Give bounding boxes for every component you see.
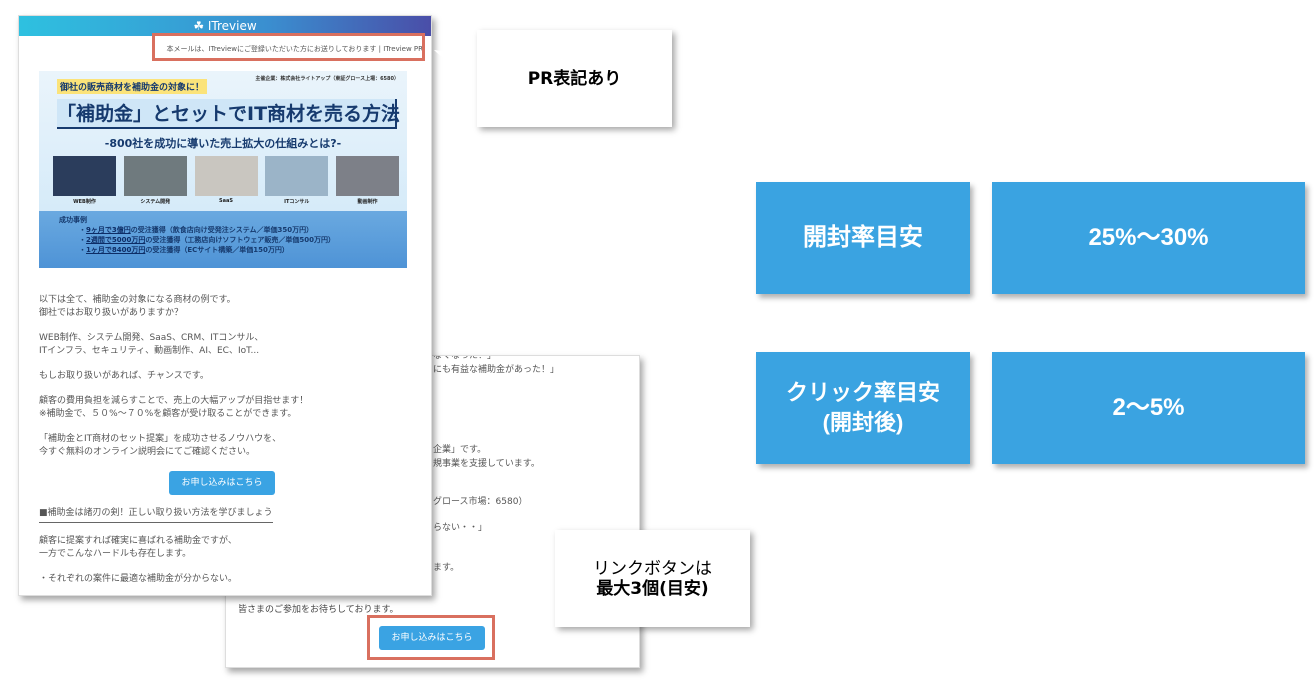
paragraph: 顧客に提案すれば確実に喜ばれる補助金ですが、 一方でこんなハードルも存在します。 xyxy=(39,536,237,559)
pr-callout-pointer xyxy=(434,50,477,90)
thumb-video: 動画制作 xyxy=(336,156,399,205)
paragraph: 以下は全て、補助金の対象になる商材の例です。 御社ではお取り扱いがありますか？ xyxy=(39,295,236,318)
thumb-label: 動画制作 xyxy=(357,199,378,205)
paragraph: 顧客の費用負担を減らすことで、売上の大幅アップが目指せます！ ※補助金で、５０%… xyxy=(39,396,309,419)
email-header: ☘ ITreview xyxy=(19,16,431,36)
link-callout-line1: リンクボタンは xyxy=(593,558,712,579)
button-highlight-box xyxy=(367,615,495,660)
open-rate-label: 開封率目安 xyxy=(756,182,970,294)
paragraph: WEB制作、システム開発、SaaS、CRM、ITコンサル、 ITインフラ、セキュ… xyxy=(39,333,264,356)
case-item: ・9ヶ月で3億円の受注獲得（飲食店向け受発注システム／単価350万円） xyxy=(79,226,314,234)
pr-callout-text: PR表記あり xyxy=(527,68,622,89)
text-fragment: らない・・」 xyxy=(433,523,488,533)
thumb-label: ITコンサル xyxy=(284,199,310,205)
text-fragment: にも有益な補助金があった！」 xyxy=(433,365,560,375)
link-callout-line2: 最大3個(目安) xyxy=(596,578,709,599)
sponsor-text: 主催企業：株式会社ライトアップ（東証グロース上場：6580） xyxy=(255,76,399,82)
thumb-saas: SaaS xyxy=(194,156,258,205)
thumb-web: WEB制作 xyxy=(53,156,116,205)
pr-callout: PR表記あり xyxy=(477,30,672,127)
closing-text: 皆さまのご参加をお待ちしております。 xyxy=(238,605,399,615)
itreview-logo-icon: ☘ xyxy=(193,19,208,33)
webinar-banner[interactable]: 主催企業：株式会社ライトアップ（東証グロース上場：6580） 御社の販売商材を補… xyxy=(39,71,407,268)
open-rate-value: 25%～30% xyxy=(992,182,1305,294)
thumb-label: システム開発 xyxy=(140,199,171,205)
success-cases: 成功事例 ・9ヶ月で3億円の受注獲得（飲食店向け受発注システム／単価350万円）… xyxy=(39,211,407,268)
callout-pointers xyxy=(434,50,557,605)
link-callout: リンクボタンは最大3個(目安) xyxy=(555,530,750,627)
thumb-system: システム開発 xyxy=(123,156,187,205)
paragraph: もしお取り扱いがあれば、チャンスです。 xyxy=(39,371,209,381)
cases-heading: 成功事例 xyxy=(59,216,87,224)
case-item: ・2週間で5000万円の受注獲得（工務店向けソフトウェア販売／単価500万円） xyxy=(79,236,335,244)
apply-button[interactable]: お申し込みはこちら xyxy=(379,626,485,650)
text-fragment: ます。 xyxy=(433,563,460,573)
thumb-label: SaaS xyxy=(219,198,233,204)
banner-tag: 御社の販売商材を補助金の対象に！ xyxy=(57,79,208,94)
email-preview-top: ☘ ITreview 本メールは、ITreviewにご登録いただいた方にお送りし… xyxy=(18,15,432,596)
brand: ITreview xyxy=(207,19,257,33)
text-fragment: 企業」です。 xyxy=(433,445,487,455)
pr-highlight-box xyxy=(152,33,425,61)
banner-subtitle: -800社を成功に導いた売上拡大の仕組みとは?- xyxy=(104,137,342,150)
click-rate-value: 2～5% xyxy=(992,352,1305,464)
banner-title: 「補助金」とセットでIT商材を売る方法 xyxy=(57,99,400,129)
text-fragment: なくなった！」 xyxy=(433,355,497,361)
paragraph: 「補助金とIT商材のセット提案」を成功させるノウハウを、 今すぐ無料のオンライン… xyxy=(39,434,282,457)
click-rate-label: クリック率目安(開封後) xyxy=(756,352,970,464)
pr-notice: 本メールは、ITreviewにご登録いただいた方にお送りしております | ITr… xyxy=(166,45,423,53)
paragraph: ・それぞれの案件に最適な補助金が分からない。 xyxy=(39,574,238,584)
text-fragment: 規事業を支援しています。 xyxy=(433,459,540,469)
text-fragment: グロース市場：6580） xyxy=(433,497,528,507)
apply-button[interactable]: お申し込みはこちら xyxy=(169,471,275,495)
link-callout-pointer xyxy=(500,582,557,605)
thumb-consulting: ITコンサル xyxy=(265,156,329,205)
thumb-label: WEB制作 xyxy=(73,199,96,205)
section-heading: ■補助金は諸刃の剣！正しい取り扱い方法を学びましょう xyxy=(39,507,273,523)
case-item: ・1ヶ月で8400万円の受注獲得（ECサイト構築／単価150万円） xyxy=(79,246,289,254)
